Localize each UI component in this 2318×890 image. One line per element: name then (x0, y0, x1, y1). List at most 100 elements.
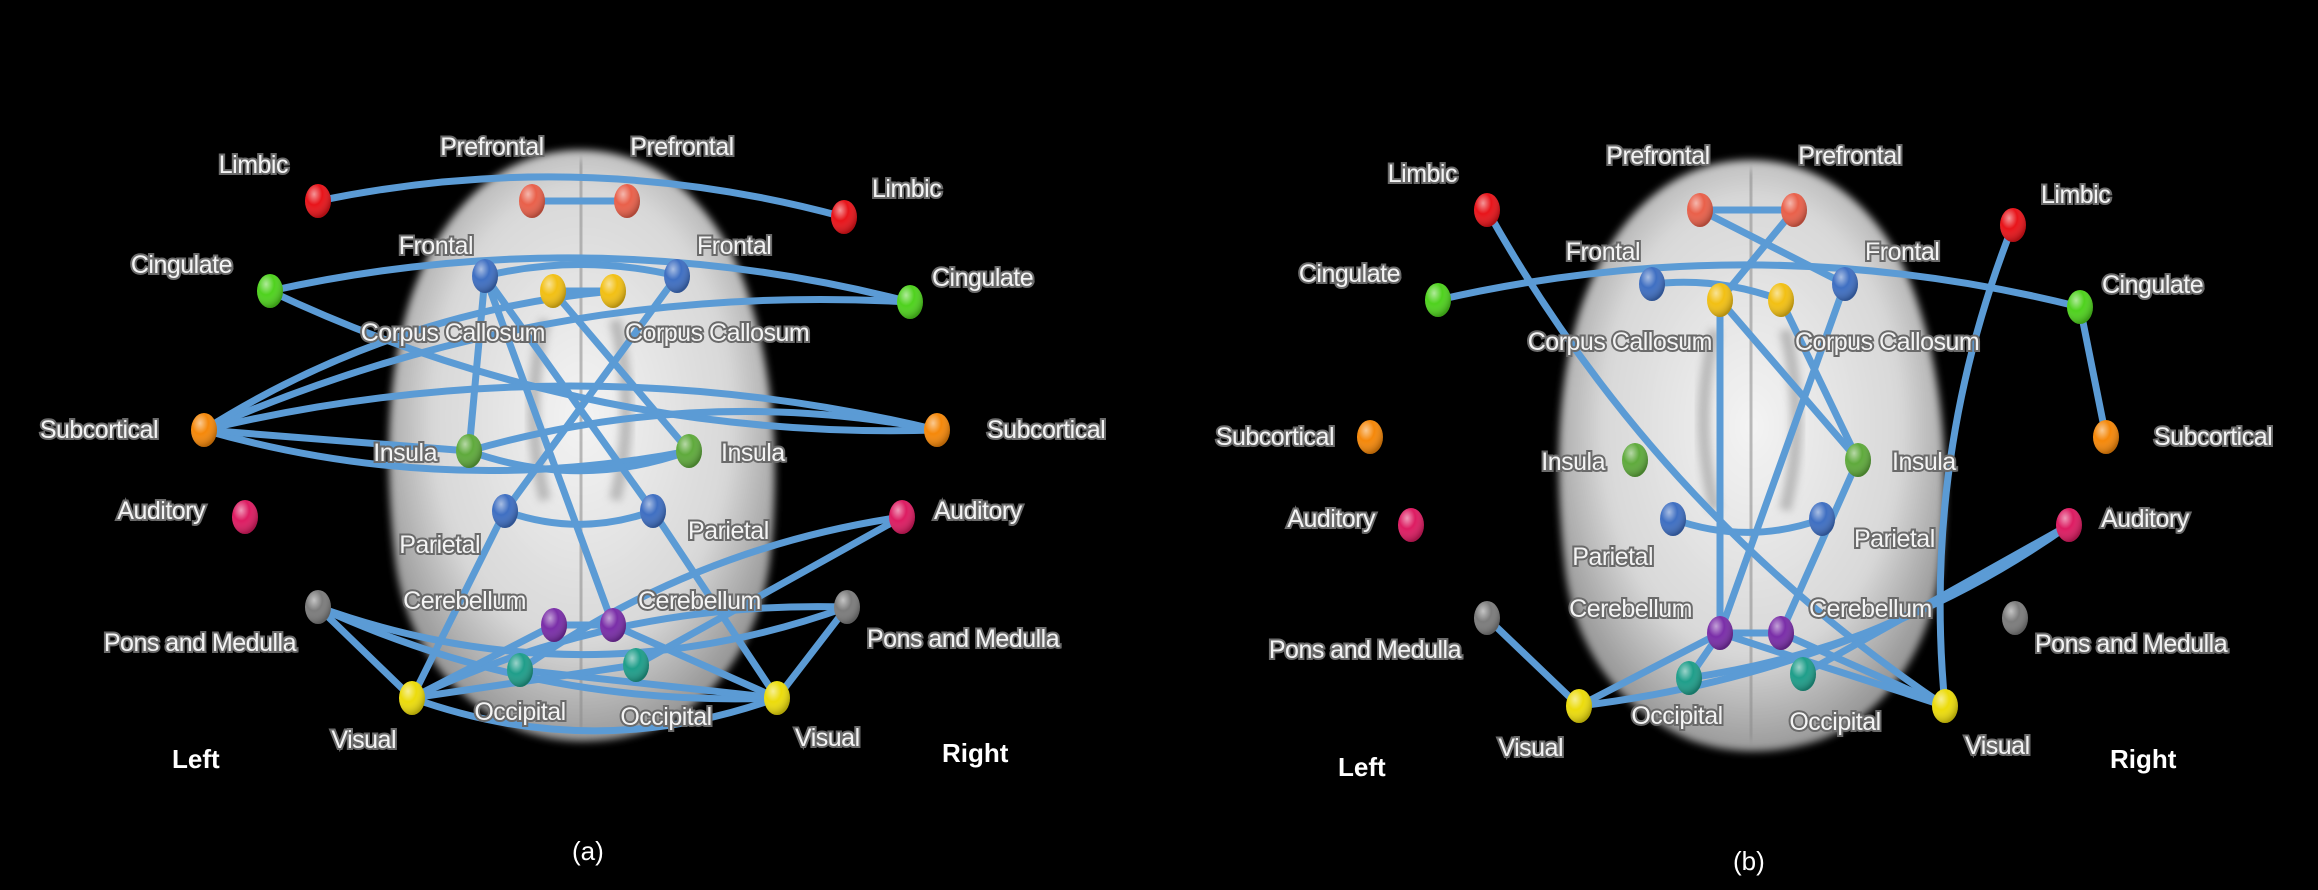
node-occipital-l (507, 653, 533, 687)
node-prefrontal-r (614, 184, 640, 218)
edge-parietal_r-visual_r (649, 507, 781, 702)
node-shine (2056, 508, 2082, 542)
node-label-limbic-l: Limbic (1388, 160, 1457, 188)
node-label-parietal-l: Parietal (1572, 543, 1653, 571)
node-shine (492, 494, 518, 528)
node-cingulate-l (1425, 283, 1451, 317)
node-shine (1357, 420, 1383, 454)
node-cc-l (540, 274, 566, 308)
node-cingulate-r (2067, 290, 2093, 324)
nodes-panel-b (1357, 193, 2119, 723)
edge-subcortical_l-insula_l (200, 426, 473, 455)
node-shine (1687, 193, 1713, 227)
node-cc-r (600, 274, 626, 308)
node-label-cingulate-r: Cingulate (2102, 271, 2203, 299)
node-shine (640, 494, 666, 528)
node-cerebellum-l (1707, 616, 1733, 650)
edge-frontal_r-parietal_l (501, 272, 681, 515)
edge-limbic_l-limbic_r (314, 173, 848, 221)
node-shine (1768, 616, 1794, 650)
edge-cingulate_l-cingulate_r (1434, 261, 2084, 311)
node-frontal-r (664, 259, 690, 293)
node-label-limbic-l: Limbic (219, 151, 288, 179)
node-shine (623, 648, 649, 682)
node-insula-l (456, 434, 482, 468)
node-label-frontal-l: Frontal (1566, 238, 1640, 266)
node-shine (456, 434, 482, 468)
node-shine (1790, 657, 1816, 691)
node-limbic-r (2000, 208, 2026, 242)
edge-cingulate_l-subcortical_r (266, 287, 941, 435)
node-shine (1707, 283, 1733, 317)
node-label-visual-l: Visual (331, 726, 396, 754)
node-shine (2093, 420, 2119, 454)
node-label-pons-r: Pons and Medulla (2035, 630, 2228, 658)
edge-prefrontal_l-frontal_r (1696, 206, 1849, 288)
node-auditory-r (2056, 508, 2082, 542)
node-cc-l (1707, 283, 1733, 317)
node-label-prefrontal-r: Prefrontal (630, 133, 733, 161)
node-label-parietal-r: Parietal (688, 517, 769, 545)
node-label-auditory-r: Auditory (2101, 505, 2190, 533)
node-shine (1622, 443, 1648, 477)
node-shine (1832, 267, 1858, 301)
edge-frontal_l-frontal_r (481, 260, 681, 280)
edge-cerebellum_l-visual_l (1575, 629, 1724, 710)
node-shine (676, 434, 702, 468)
edge-limbic_l-visual_r (1483, 206, 1949, 710)
node-occipital-l (1676, 661, 1702, 695)
node-parietal-l (1660, 502, 1686, 536)
node-auditory-r (889, 500, 915, 534)
edge-auditory_r-occipital_r (632, 513, 906, 669)
node-subcortical-r (924, 413, 950, 447)
node-label-cc-l: Corpus Callosum (361, 319, 545, 347)
node-label-pons-r: Pons and Medulla (867, 625, 1060, 653)
side-label-left-b: Left (1338, 752, 1386, 782)
node-shine (2002, 601, 2028, 635)
edge-visual_l-pons_l (1483, 614, 1583, 710)
node-shine (1398, 508, 1424, 542)
node-label-auditory-l: Auditory (117, 497, 206, 525)
node-parietal-r (640, 494, 666, 528)
node-shine (924, 413, 950, 447)
node-shine (897, 285, 923, 319)
node-subcortical-l (191, 413, 217, 447)
node-cerebellum-l (541, 608, 567, 642)
node-shine (1676, 661, 1702, 695)
node-label-occipital-l: Occipital (1631, 702, 1722, 730)
edge-cerebellum_l-visual_r (1716, 629, 1949, 710)
edge-visual_l-auditory_r (1575, 521, 2073, 710)
node-insula-r (1845, 443, 1871, 477)
node-label-cc-r: Corpus Callosum (625, 319, 809, 347)
node-shine (1474, 601, 1500, 635)
caption-b: (b) (1733, 846, 1765, 876)
edge-cingulate_l-cingulate_r (266, 254, 914, 306)
node-label-cerebellum-r: Cerebellum (638, 587, 761, 615)
node-label-subcortical-r: Subcortical (987, 416, 1105, 444)
node-insula-r (676, 434, 702, 468)
node-prefrontal-l (519, 184, 545, 218)
node-pons-l (1474, 601, 1500, 635)
edge-frontal_r-cerebellum_l (1716, 280, 1849, 637)
node-shine (305, 590, 331, 624)
node-prefrontal-r (1781, 193, 1807, 227)
node-cerebellum-r (600, 608, 626, 642)
node-shine (305, 184, 331, 218)
node-shine (2067, 290, 2093, 324)
edge-cc_r-insula_r (1777, 296, 1862, 464)
node-label-cingulate-l: Cingulate (131, 251, 232, 279)
edge-cingulate_r-subcortical_l (200, 296, 914, 434)
node-prefrontal-l (1687, 193, 1713, 227)
node-limbic-l (1474, 193, 1500, 227)
node-label-visual-l: Visual (1498, 734, 1563, 762)
node-label-frontal-l: Frontal (399, 232, 473, 260)
node-occipital-r (1790, 657, 1816, 691)
edge-cerebellum_r-visual_r (609, 621, 781, 702)
node-shine (1781, 193, 1807, 227)
node-shine (889, 500, 915, 534)
node-visual-l (399, 681, 425, 715)
node-label-cerebellum-r: Cerebellum (1809, 595, 1932, 623)
node-pons-l (305, 590, 331, 624)
edge-insula_r-cerebellum_r (1777, 456, 1862, 637)
